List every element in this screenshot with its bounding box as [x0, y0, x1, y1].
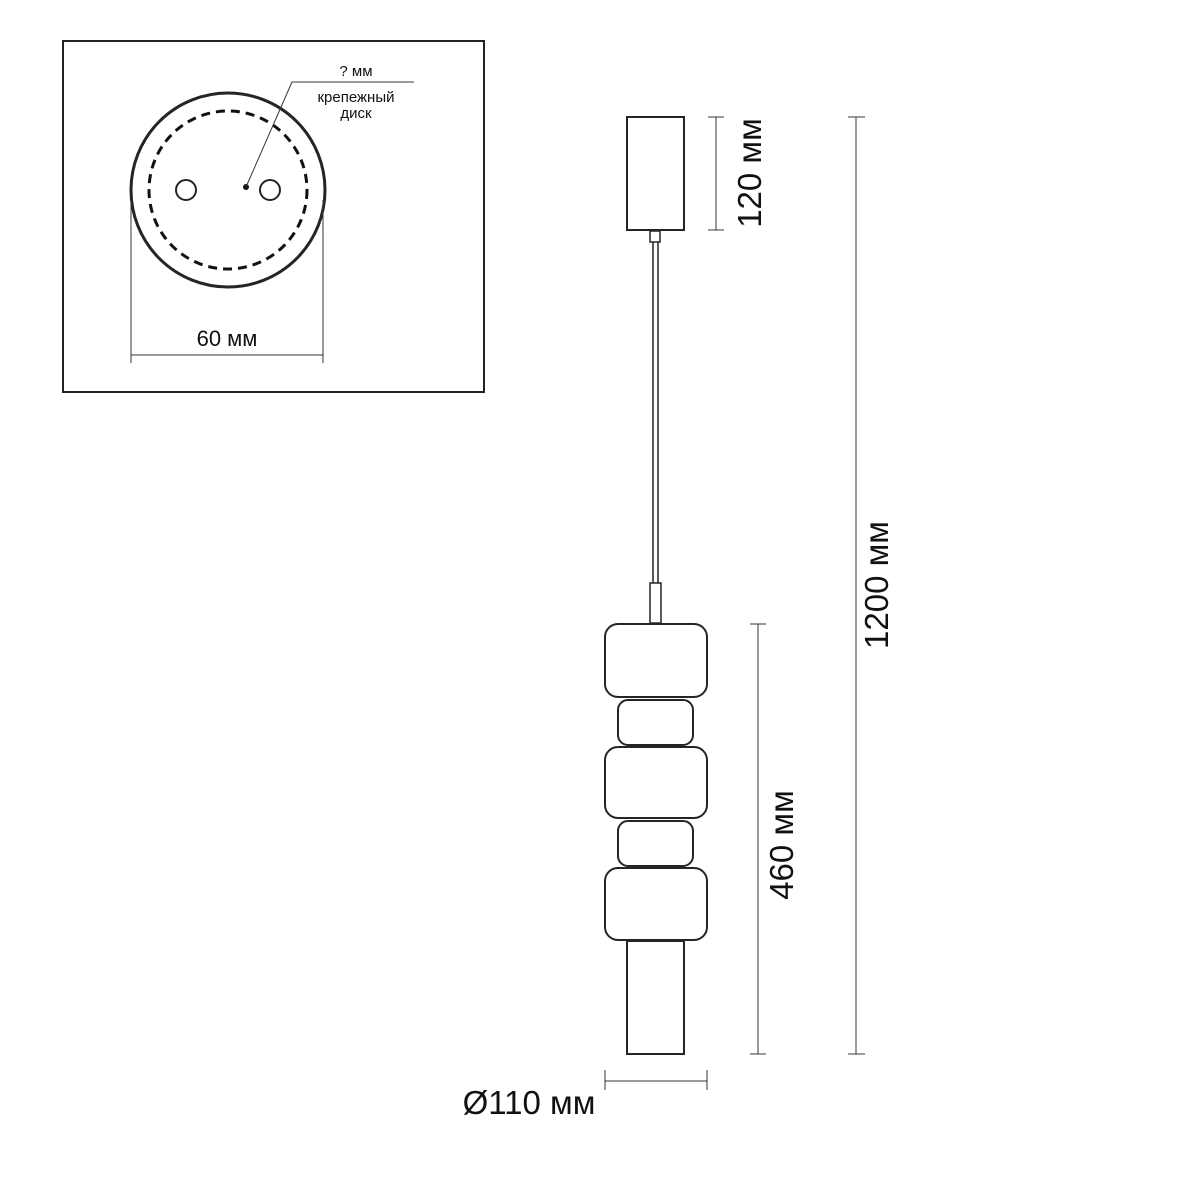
leader-label: ? мм — [339, 63, 372, 80]
shade-segment-1 — [604, 623, 708, 698]
diameter-60-label: 60 мм — [197, 326, 258, 351]
mount-detail-inset: ? мм крепежный диск 60 мм — [62, 40, 485, 393]
total-height-label: 1200 мм — [858, 521, 895, 649]
pendant-lamp — [604, 116, 708, 1055]
disc-label-line2: диск — [340, 105, 372, 122]
dimension-lines: 120 мм 1200 мм 460 мм Ø110 мм — [463, 116, 895, 1121]
canopy-disc-outline — [129, 91, 327, 289]
shade-segment-5 — [604, 867, 708, 941]
shade-height-label: 460 мм — [763, 790, 800, 900]
canopy — [626, 116, 685, 231]
screw-hole-left — [175, 179, 197, 201]
canopy-height-label: 120 мм — [731, 118, 768, 228]
diameter-label: Ø110 мм — [463, 1084, 596, 1121]
shade-segment-2 — [617, 699, 694, 746]
inset-frame — [62, 40, 485, 393]
shade-segment-3 — [604, 746, 708, 819]
shade-segment-4 — [617, 820, 694, 867]
cable-connector-bottom — [649, 582, 662, 624]
bottom-tube — [626, 940, 685, 1055]
disc-label-line1: крепежный — [317, 89, 394, 106]
screw-hole-right — [259, 179, 281, 201]
leader-line — [245, 81, 414, 188]
mounting-disc-dashed — [147, 109, 309, 271]
cable-grip-top — [649, 230, 661, 243]
